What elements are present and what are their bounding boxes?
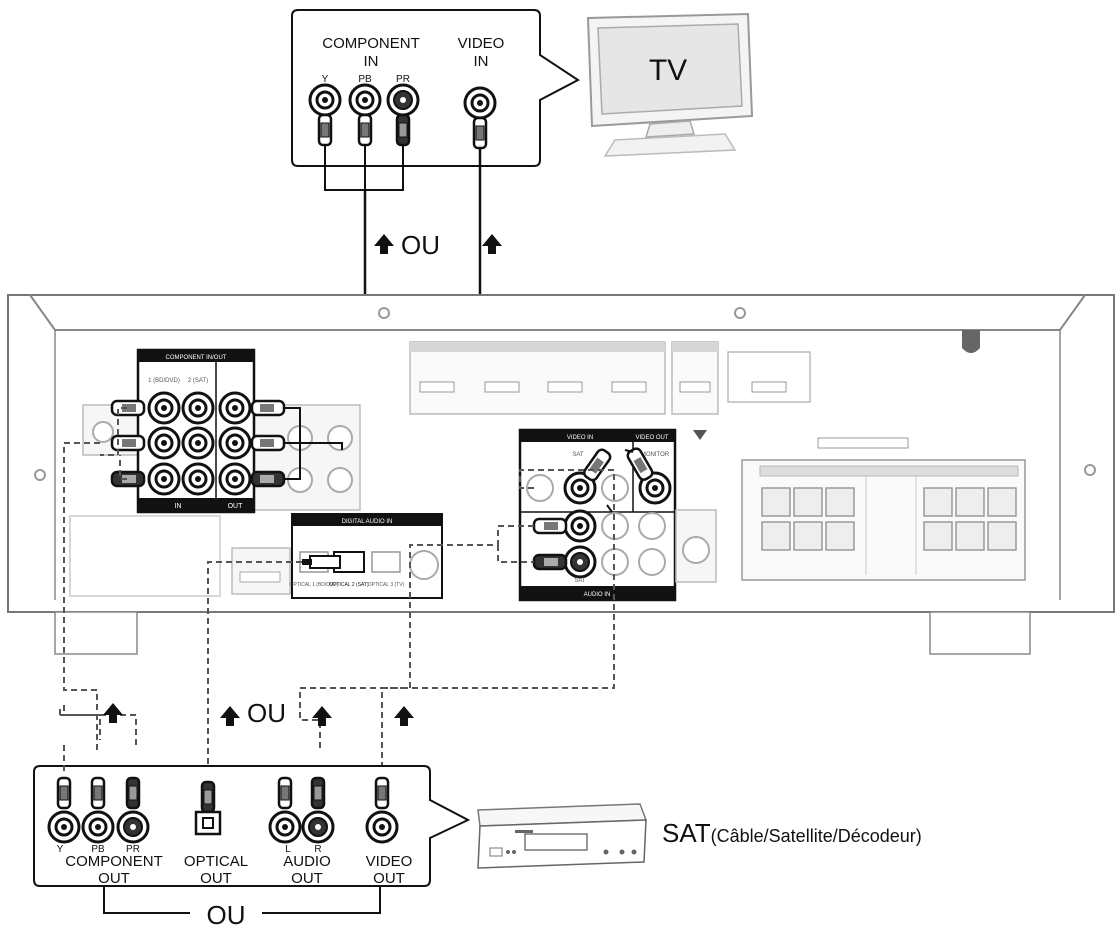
- sat-desc: (Câble/Satellite/Décodeur): [711, 826, 922, 846]
- tv-jack-label-pr: PR: [396, 74, 410, 85]
- comp-panel-title: COMPONENT IN/OUT: [166, 355, 227, 361]
- comp-col1-label: 1 (BD/DVD): [148, 378, 180, 384]
- tv-jack-pb: [348, 83, 382, 117]
- optical1-label: OPTICAL 1 (BD/DVD): [290, 582, 339, 588]
- source-cables: [59, 407, 615, 795]
- bottom-arrow-audio: [312, 706, 332, 726]
- video-in-title-1: VIDEO: [458, 35, 505, 52]
- bottom-arrow-optical: [220, 706, 240, 726]
- video-out-line1: VIDEO: [366, 853, 413, 870]
- src-jack-label-pr: PR: [126, 844, 140, 855]
- sat-name: SAT: [662, 818, 711, 848]
- video-sat-label: SAT: [572, 452, 584, 458]
- tv-illustration: TV: [586, 12, 754, 157]
- audio-in-panel-label: AUDIO IN: [584, 592, 611, 598]
- src-jack-l: [268, 810, 302, 844]
- bottom-arrow-video: [394, 706, 414, 726]
- video-out-line2: OUT: [373, 870, 405, 887]
- optical3-label: OPTICAL 3 (TV): [368, 582, 405, 588]
- src-jack-label-r: R: [314, 844, 321, 855]
- component-in-title-2: IN: [364, 53, 379, 70]
- src-jack-pr: [116, 810, 150, 844]
- bottom-or-label: OU: [247, 698, 286, 728]
- optical-out-line1: OPTICAL: [184, 853, 248, 870]
- src-jack-r: [301, 810, 335, 844]
- tv-jack-y: [308, 83, 342, 117]
- source-connection-box: Y PB PR COMPONENT OUT OPTICAL OUT L R AU…: [33, 745, 471, 887]
- sat-device-label: SAT(Câble/Satellite/Décodeur): [662, 818, 922, 848]
- tv-connection-box: COMPONENT IN Y PB PR VIDEO IN: [291, 9, 580, 167]
- monitor-label: MONITOR: [641, 452, 670, 458]
- src-jack-pb: [81, 810, 115, 844]
- video-in-title-2: IN: [474, 53, 489, 70]
- comp-out-label: OUT: [228, 503, 244, 510]
- tv-jack-label-y: Y: [322, 74, 329, 85]
- audio-out-line2: OUT: [291, 870, 323, 887]
- component-out-line2: OUT: [98, 870, 130, 887]
- top-arrow-video: [482, 234, 502, 254]
- top-or-label: OU: [401, 230, 440, 260]
- audio-sat-label: SAT: [574, 578, 586, 584]
- src-jack-label-y: Y: [57, 844, 64, 855]
- bottom-or-text: OU: [207, 900, 246, 930]
- sat-box-illustration: [477, 803, 648, 869]
- component-out-line1: COMPONENT: [65, 853, 163, 870]
- tv-jack-pr: [386, 83, 420, 117]
- audio-out-line1: AUDIO: [283, 853, 331, 870]
- src-jack-label-l: L: [285, 844, 291, 855]
- video-out-panel-label: VIDEO OUT: [635, 435, 668, 441]
- src-jack-video: [365, 810, 399, 844]
- comp-col2-label: 2 (SAT): [188, 378, 208, 384]
- video-in-panel-label: VIDEO IN: [567, 435, 593, 441]
- src-jack-y: [47, 810, 81, 844]
- optical2-label: OPTICAL 2 (SAT): [329, 582, 369, 588]
- tv-label: TV: [649, 54, 687, 87]
- digital-audio-title: DIGITAL AUDIO IN: [342, 519, 393, 525]
- component-in-title-1: COMPONENT: [322, 35, 420, 52]
- top-arrow-component: [374, 234, 394, 254]
- tv-jack-video: [463, 86, 497, 120]
- optical-out-line2: OUT: [200, 870, 232, 887]
- bottom-arrow-component: [103, 703, 123, 723]
- receiver-rear-panel: COMPONENT IN/OUT 1 (BD/DVD) 2 (SAT) IN O…: [7, 294, 1115, 655]
- tv-jack-label-pb: PB: [358, 74, 372, 85]
- bottom-or-bracket: [103, 886, 381, 914]
- comp-in-label: IN: [175, 503, 182, 510]
- src-jack-label-pb: PB: [91, 844, 105, 855]
